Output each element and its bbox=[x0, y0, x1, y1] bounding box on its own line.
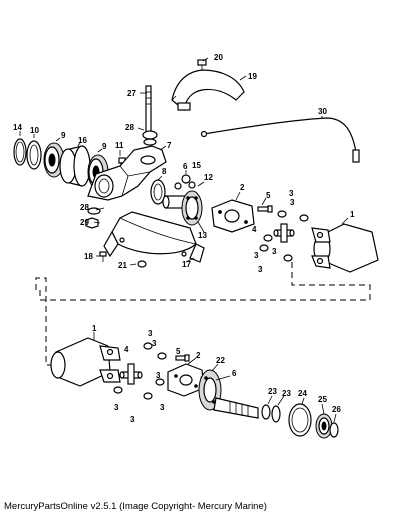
callout-15: 15 bbox=[192, 161, 201, 170]
callout-28-upper: 28 bbox=[125, 123, 134, 132]
part-30-cable[interactable] bbox=[200, 117, 360, 163]
part-14-retaining-ring[interactable] bbox=[13, 138, 27, 166]
callout-14: 14 bbox=[13, 123, 22, 132]
callout-25: 25 bbox=[318, 395, 327, 404]
callout-labels: 20 19 27 28 30 14 10 9 16 9 11 7 8 6 15 … bbox=[13, 53, 355, 424]
callout-3-lower-d: 3 bbox=[114, 403, 119, 412]
part-12-flange-shaft[interactable] bbox=[162, 190, 203, 226]
part-26-retaining-ring[interactable] bbox=[329, 422, 339, 438]
callout-19: 19 bbox=[248, 72, 257, 81]
callout-2-lower: 2 bbox=[196, 351, 201, 360]
callout-5-upper: 5 bbox=[266, 191, 271, 200]
part-22-output-shaft[interactable] bbox=[198, 369, 259, 419]
callout-3-upper-a: 3 bbox=[289, 189, 294, 198]
callout-24: 24 bbox=[298, 389, 307, 398]
callout-4-upper: 4 bbox=[252, 225, 257, 234]
callout-17: 17 bbox=[182, 260, 191, 269]
exploded-parts-diagram: 20 19 27 28 30 14 10 9 16 9 11 7 8 6 15 … bbox=[13, 53, 379, 439]
part-7-bracket[interactable] bbox=[87, 145, 167, 201]
callout-4-lower: 4 bbox=[124, 345, 129, 354]
part-17-cradle[interactable] bbox=[103, 211, 205, 263]
callout-23-b: 23 bbox=[282, 389, 291, 398]
callout-1-lower: 1 bbox=[92, 324, 97, 333]
part-10-seal[interactable] bbox=[26, 140, 42, 170]
callout-5-lower: 5 bbox=[176, 347, 181, 356]
part-2-yoke-upper[interactable] bbox=[211, 199, 255, 233]
part-1-driveshaft-upper[interactable] bbox=[311, 223, 379, 273]
callout-2-upper: 2 bbox=[240, 183, 245, 192]
part-4-ujoint-cross-lower[interactable] bbox=[119, 363, 143, 385]
part-4-ujoint-cross-upper[interactable] bbox=[273, 223, 295, 243]
callout-3-upper-d: 3 bbox=[272, 247, 277, 256]
callout-3-upper-c: 3 bbox=[254, 251, 259, 260]
part-29-nut[interactable] bbox=[85, 217, 99, 229]
callout-22: 22 bbox=[216, 356, 225, 365]
leader-lines bbox=[19, 57, 349, 423]
part-6-ring-upper[interactable] bbox=[181, 174, 191, 184]
callout-29: 29 bbox=[80, 218, 89, 227]
callout-3-upper-b: 3 bbox=[290, 198, 295, 207]
part-5-bolt-lower[interactable] bbox=[175, 354, 190, 362]
part-24-seal-ring[interactable] bbox=[288, 403, 312, 437]
part-25-bearing[interactable] bbox=[315, 413, 333, 439]
callout-3-lower-e: 3 bbox=[130, 415, 135, 424]
callout-23-a: 23 bbox=[268, 387, 277, 396]
part-18-screw[interactable] bbox=[99, 251, 107, 262]
callout-9-left: 9 bbox=[61, 131, 66, 140]
callout-6-upper: 6 bbox=[183, 162, 188, 171]
part-15-ring[interactable] bbox=[174, 181, 196, 190]
part-3-caps-lower[interactable] bbox=[113, 342, 167, 400]
part-19-shield[interactable] bbox=[171, 69, 245, 112]
callout-8: 8 bbox=[162, 167, 167, 176]
callout-3-lower-c: 3 bbox=[156, 371, 161, 380]
callout-28-lower: 28 bbox=[80, 203, 89, 212]
callout-3-lower-a: 3 bbox=[148, 329, 153, 338]
part-23-ring-b[interactable] bbox=[271, 405, 281, 423]
callout-10: 10 bbox=[30, 126, 39, 135]
part-27-stud[interactable] bbox=[145, 85, 152, 137]
part-1-driveshaft-lower[interactable] bbox=[50, 337, 121, 387]
callout-12: 12 bbox=[204, 173, 213, 182]
callout-13: 13 bbox=[198, 231, 207, 240]
callout-3-upper-e: 3 bbox=[258, 265, 263, 274]
callout-18: 18 bbox=[84, 252, 93, 261]
callout-3-lower-f: 3 bbox=[160, 403, 165, 412]
callout-9-right: 9 bbox=[102, 142, 107, 151]
part-21-nut[interactable] bbox=[137, 260, 147, 268]
callout-3-lower-b: 3 bbox=[152, 339, 157, 348]
callout-16: 16 bbox=[78, 136, 87, 145]
callout-7: 7 bbox=[167, 141, 172, 150]
callout-20: 20 bbox=[214, 53, 223, 62]
callout-27: 27 bbox=[127, 89, 136, 98]
callout-1-upper: 1 bbox=[350, 210, 355, 219]
part-5-bolt-upper[interactable] bbox=[257, 205, 273, 213]
callout-21: 21 bbox=[118, 261, 127, 270]
callout-26: 26 bbox=[332, 405, 341, 414]
callout-30: 30 bbox=[318, 107, 327, 116]
part-23-ring-a[interactable] bbox=[261, 404, 271, 420]
part-28-washer-lower[interactable] bbox=[87, 207, 101, 215]
assembly-connector-line bbox=[35, 262, 371, 366]
part-3-caps-upper[interactable] bbox=[259, 210, 309, 262]
callout-11: 11 bbox=[115, 141, 124, 150]
part-28-nut-upper[interactable] bbox=[142, 130, 158, 146]
callout-6-lower: 6 bbox=[232, 369, 237, 378]
part-16-sleeve[interactable] bbox=[59, 145, 91, 187]
copyright-caption: MercuryPartsOnline v2.5.1 (Image Copyrig… bbox=[4, 501, 267, 512]
